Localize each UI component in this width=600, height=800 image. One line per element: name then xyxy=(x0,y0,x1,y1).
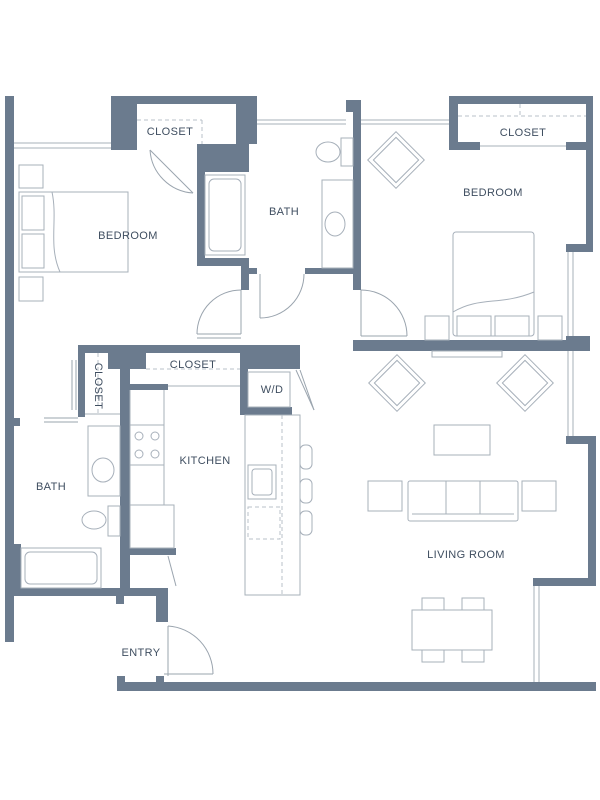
label-entry: ENTRY xyxy=(121,647,160,659)
label-closet-middle: CLOSET xyxy=(170,359,216,371)
bath-left-fixtures xyxy=(20,425,121,589)
doors xyxy=(44,149,408,676)
windows xyxy=(14,119,574,682)
label-bath-top: BATH xyxy=(269,206,299,218)
label-bedroom-left: BEDROOM xyxy=(98,230,158,242)
room-labels: CLOSET BEDROOM BATH CLOSET BEDROOM CLOSE… xyxy=(36,126,546,659)
closet-details xyxy=(85,104,586,415)
label-bath-left: BATH xyxy=(36,481,66,493)
kitchen-fixtures xyxy=(129,371,313,596)
label-bedroom-right: BEDROOM xyxy=(463,187,523,199)
bath-top-fixtures xyxy=(204,137,354,269)
label-closet-vertical: CLOSET xyxy=(92,363,104,409)
bedroom-right-furniture xyxy=(367,131,563,341)
label-washer-dryer: W/D xyxy=(261,384,284,396)
walls xyxy=(5,96,596,691)
label-living-room: LIVING ROOM xyxy=(427,549,505,561)
label-closet-top-left: CLOSET xyxy=(147,126,193,138)
bedroom-left-furniture xyxy=(18,164,129,302)
living-room-furniture xyxy=(367,350,557,663)
label-kitchen: KITCHEN xyxy=(179,455,230,467)
label-closet-top-right: CLOSET xyxy=(500,127,546,139)
